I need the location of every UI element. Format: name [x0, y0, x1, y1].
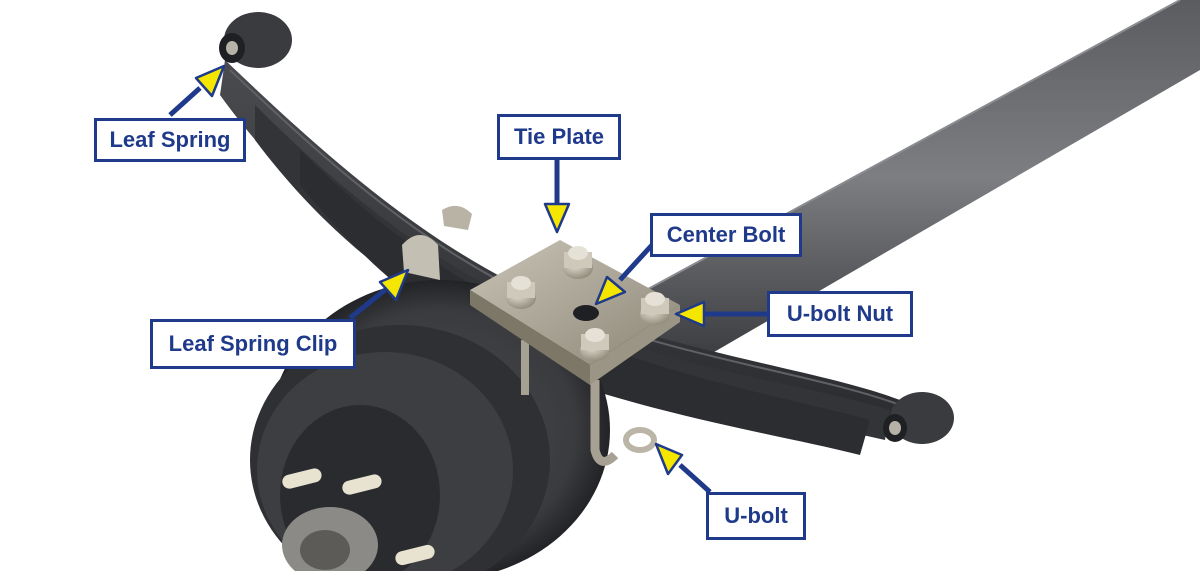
tie-plate [470, 240, 680, 385]
arrow-leaf-spring-clip [348, 268, 410, 320]
arrow-u-bolt-nut [674, 300, 768, 328]
spring-eye-left [219, 12, 292, 68]
u-bolt-nut-label: U-bolt Nut [767, 291, 913, 337]
tie-plate-label: Tie Plate [497, 114, 621, 160]
arrow-u-bolt [654, 442, 712, 494]
center-bolt-label: Center Bolt [650, 213, 802, 257]
arrow-tie-plate [543, 160, 571, 234]
lug-studs [282, 468, 435, 566]
axle-tube [544, 0, 1200, 395]
u-bolt [521, 340, 657, 466]
center-bolt [573, 305, 599, 321]
arrow-center-bolt [594, 243, 654, 306]
u-bolt-nuts [506, 246, 670, 361]
leaf-spring-clip-label: Leaf Spring Clip [150, 319, 356, 369]
arrow-leaf-spring [168, 64, 226, 117]
spring-eye-right [883, 392, 954, 444]
u-bolt-label: U-bolt [706, 492, 806, 540]
leaf-spring-clip [402, 205, 472, 280]
leaf-spring-label: Leaf Spring [94, 118, 246, 162]
